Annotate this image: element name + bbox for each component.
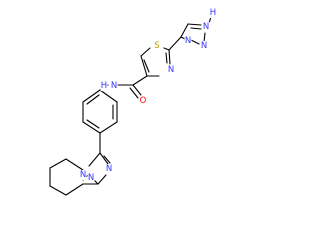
atom-label-background (100, 81, 108, 91)
bond (99, 89, 118, 103)
bond (140, 55, 148, 77)
bond (82, 121, 101, 134)
bond (187, 23, 202, 26)
molecule-canvas: N H N N S N O N H N N N (49, 8, 217, 196)
atom-n-triazole-bottom: N (185, 36, 191, 46)
bond (180, 36, 186, 40)
atom-label-background (87, 173, 95, 183)
atom-label-background (167, 65, 175, 75)
bond (99, 152, 109, 165)
bond (140, 47, 151, 57)
molecule-structure: N H N N S N O N H N N N (49, 8, 217, 196)
bond (129, 87, 139, 99)
atom-n-triazole-nh: N (203, 22, 209, 32)
atom-label-background (79, 170, 87, 180)
atom-labels: N H N N S N O N H N N N (80, 8, 216, 183)
bond (143, 59, 150, 73)
atom-n-amide: N (111, 81, 117, 91)
bond (168, 49, 171, 65)
bond (190, 27, 202, 30)
atom-n-fused-bottom-left: N (88, 173, 94, 183)
bond (132, 75, 148, 86)
bond (99, 121, 118, 134)
bond (132, 84, 142, 96)
atom-h-amide: H (101, 81, 107, 91)
bond (86, 119, 100, 129)
bond (65, 158, 84, 171)
bond (97, 174, 107, 185)
atom-n-thiazole: N (168, 65, 174, 75)
bond (165, 52, 168, 64)
bond (190, 39, 200, 45)
atom-s-thiazole: S (154, 41, 159, 51)
bond (49, 185, 67, 196)
atom-label-background (110, 81, 118, 91)
bond (163, 47, 170, 51)
atom-label-background (202, 22, 210, 32)
bond (88, 152, 101, 167)
bond (180, 23, 189, 38)
bond (65, 183, 84, 196)
bond (82, 89, 101, 103)
bonds (49, 16, 212, 196)
atom-label-background (153, 41, 161, 51)
atom-o-carbonyl: O (140, 96, 147, 106)
bond (103, 155, 111, 164)
atom-label-background (200, 41, 208, 51)
bond (168, 36, 182, 51)
atom-n-triazole-right: N (201, 41, 207, 51)
atom-label-backgrounds (79, 8, 217, 183)
atom-label-background (184, 36, 192, 46)
atom-n-fused-bottom-right: N (106, 164, 112, 174)
atom-label-background (105, 164, 113, 174)
bond (49, 158, 67, 169)
bond (93, 179, 99, 185)
atom-label-background (139, 96, 147, 106)
atom-n-fused-bridge: N (80, 170, 86, 180)
bond (86, 94, 100, 105)
atom-h-triazole: H (210, 8, 216, 18)
bond (203, 32, 206, 43)
atom-label-background (209, 8, 217, 18)
